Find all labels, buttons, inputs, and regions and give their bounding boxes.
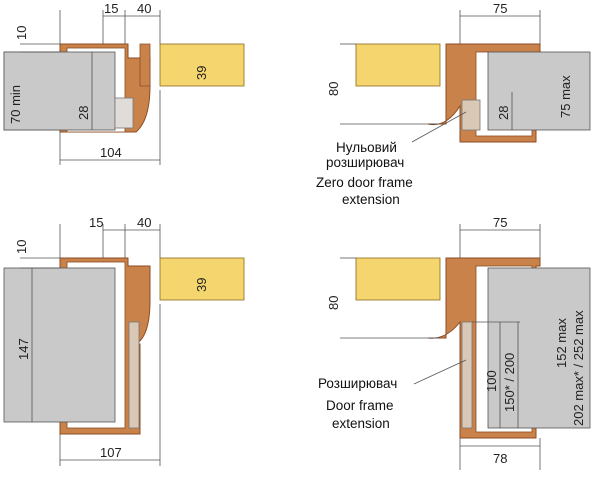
architrave (355, 257, 441, 301)
dim-104: 104 (100, 145, 122, 160)
frame-extension (128, 321, 140, 429)
architrave-clip (139, 43, 151, 87)
frame-extension (461, 321, 473, 429)
door-leaf (3, 267, 116, 423)
door-leaf (3, 51, 116, 131)
label-zero-ext-en2: extension (342, 192, 400, 207)
architrave (355, 43, 441, 87)
zero-extension (461, 99, 481, 131)
architrave (159, 257, 245, 301)
door-leaf (487, 51, 591, 131)
dim-75: 75 (493, 215, 507, 230)
dim-15: 15 (104, 1, 118, 16)
dim-28: 28 (76, 106, 91, 120)
panel-top-right: 75 80 75 max 28 Нульовий розширювач Zero… (316, 1, 591, 207)
label-ext-en1: Door frame (326, 398, 394, 413)
dim-150: 150* / 200 (502, 353, 517, 412)
label-ext-en2: extension (332, 416, 390, 431)
dim-28: 28 (496, 106, 511, 120)
panel-bottom-left: 15 40 10 147 39 107 (3, 215, 245, 466)
dim-10: 10 (14, 26, 29, 40)
dim-40: 40 (137, 1, 151, 16)
dim-40: 40 (137, 215, 151, 230)
dim-80: 80 (326, 296, 341, 310)
dim-75max: 75 max (558, 75, 573, 118)
dim-70: 70 min (8, 85, 23, 124)
seal (114, 97, 134, 129)
dim-100: 100 (484, 370, 499, 392)
dim-202: 202 max* / 252 max (571, 310, 586, 426)
architrave (159, 43, 245, 87)
dim-107: 107 (100, 445, 122, 460)
dim-39: 39 (194, 66, 209, 80)
dim-147: 147 (16, 338, 31, 360)
label-zero-ext-en1: Zero door frame (316, 175, 413, 190)
dim-75: 75 (493, 1, 507, 16)
dim-78: 78 (493, 451, 507, 466)
panel-bottom-right: 75 80 100 150* / 200 152 max 202 max* / … (318, 215, 591, 470)
dim-152: 152 max (554, 318, 569, 368)
dim-15: 15 (89, 215, 103, 230)
dim-10: 10 (14, 240, 29, 254)
panel-top-left: 15 40 10 70 min 28 39 104 (3, 1, 245, 165)
label-zero-ext-ua2: розширювач (326, 155, 404, 170)
dim-39: 39 (194, 278, 209, 292)
label-zero-ext-ua: Нульовий (336, 140, 397, 155)
label-ext-ua: Розширювач (318, 376, 397, 391)
dim-80: 80 (326, 82, 341, 96)
door-leaf (487, 267, 591, 429)
